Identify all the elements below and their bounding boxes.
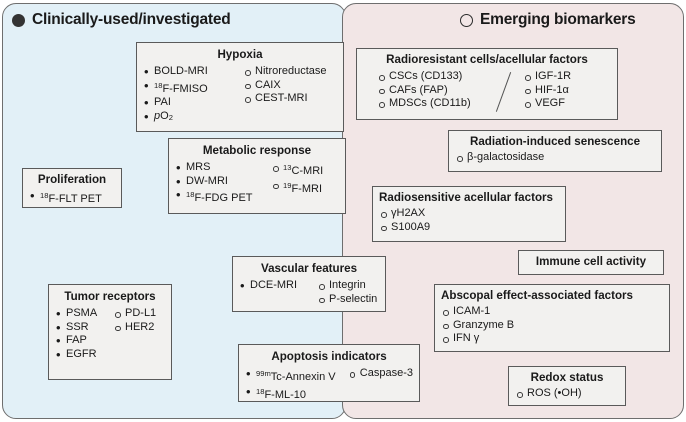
panel-header-clinically-used: Clinically-used/investigated [12, 11, 231, 29]
box-title: Tumor receptors [64, 290, 156, 303]
box-abscopal-effect-factors: Abscopal effect-associated factors ICAM-… [434, 284, 670, 352]
list-item: pO2 [143, 110, 243, 125]
panel-header-label: Clinically-used/investigated [32, 11, 231, 28]
box-title: Immune cell activity [535, 255, 647, 268]
box-proliferation: Proliferation 18F-FLT PET [22, 168, 122, 208]
box-title: Vascular features [260, 262, 358, 275]
list-item: VEGF [523, 97, 571, 111]
list-item: 99mTc-Annexin V [245, 367, 348, 385]
list-item: FAP [55, 334, 113, 348]
vascular-clinical-list: DCE-MRI [239, 279, 317, 306]
box-radiation-induced-senescence: Radiation-induced senescence β-galactosi… [448, 130, 662, 172]
list-item: EGFR [55, 348, 113, 362]
abscopal-list: ICAM-1 Granzyme B IFN γ [441, 305, 663, 346]
box-title: Abscopal effect-associated factors [441, 289, 634, 302]
box-immune-cell-activity: Immune cell activity [518, 250, 664, 275]
filled-circle-icon [12, 13, 25, 27]
redox-list: ROS (•OH) [515, 387, 619, 401]
box-radioresistant-cells: Radioresistant cells/acellular factors C… [356, 48, 618, 120]
proliferation-clinical-list: 18F-FLT PET [29, 189, 115, 207]
list-item: MRS [175, 161, 271, 175]
list-item: BOLD-MRI [143, 65, 243, 79]
list-item: Granzyme B [441, 319, 663, 333]
radioresistant-list-col2: IGF-1R HIF-1α VEGF [523, 70, 571, 111]
box-apoptosis-indicators: Apoptosis indicators 99mTc-Annexin V 18F… [238, 344, 420, 402]
list-item: HIF-1α [523, 84, 571, 98]
list-item: CAFs (FAP) [377, 84, 509, 98]
vascular-emerging-list: Integrin P-selectin [317, 279, 377, 306]
list-item: ROS (•OH) [515, 387, 619, 401]
box-vascular-features: Vascular features DCE-MRI Integrin P-sel… [232, 256, 386, 312]
list-item: 18F-FLT PET [29, 189, 115, 207]
list-item: CAIX [243, 79, 327, 93]
box-title: Radiosensitive acellular factors [379, 191, 553, 204]
list-item: IFN γ [441, 332, 663, 346]
hypoxia-emerging-list: Nitroreductase CAIX CEST-MRI [243, 65, 327, 124]
box-title: Proliferation [37, 173, 107, 186]
list-item: PD-L1 [113, 307, 156, 321]
list-item: ICAM-1 [441, 305, 663, 319]
list-item: 18F-FDG PET [175, 188, 271, 206]
apoptosis-emerging-list: Caspase-3 [348, 367, 413, 402]
radiosensitive-list: γH2AX S100A9 [379, 207, 559, 234]
box-title: Hypoxia [217, 48, 263, 61]
box-title: Radiation-induced senescence [469, 135, 641, 148]
list-item: HER2 [113, 321, 156, 335]
list-item: CEST-MRI [243, 92, 327, 106]
list-item: γH2AX [379, 207, 559, 221]
metabolic-clinical-list: MRS DW-MRI 18F-FDG PET [175, 161, 271, 206]
list-item: S100A9 [379, 221, 559, 235]
list-item: P-selectin [317, 293, 377, 307]
box-title: Radioresistant cells/acellular factors [386, 53, 588, 66]
panel-header-label: Emerging biomarkers [480, 11, 636, 28]
list-item: DW-MRI [175, 175, 271, 189]
apoptosis-clinical-list: 99mTc-Annexin V 18F-ML-10 [245, 367, 348, 402]
box-tumor-receptors: Tumor receptors PSMA SSR FAP EGFR PD-L1 … [48, 284, 172, 380]
list-item: 18F-FMISO [143, 79, 243, 97]
list-item: 19F-MRI [271, 179, 323, 197]
list-item: SSR [55, 321, 113, 335]
box-title: Redox status [530, 371, 604, 384]
list-item: 13C-MRI [271, 161, 323, 179]
list-item: PSMA [55, 307, 113, 321]
senescence-list: β-galactosidase [455, 151, 655, 165]
list-item: PAI [143, 96, 243, 110]
panel-header-emerging: Emerging biomarkers [460, 11, 636, 29]
list-item: DCE-MRI [239, 279, 317, 293]
box-redox-status: Redox status ROS (•OH) [508, 366, 626, 406]
list-item: 18F-ML-10 [245, 385, 348, 403]
metabolic-emerging-list: 13C-MRI 19F-MRI [271, 161, 323, 206]
list-item: CSCs (CD133) [377, 70, 509, 84]
list-item: Caspase-3 [348, 367, 413, 381]
list-item: Integrin [317, 279, 377, 293]
box-title: Metabolic response [202, 144, 312, 157]
hypoxia-clinical-list: BOLD-MRI 18F-FMISO PAI pO2 [143, 65, 243, 124]
list-item: β-galactosidase [455, 151, 655, 165]
list-item: Nitroreductase [243, 65, 327, 79]
box-hypoxia: Hypoxia BOLD-MRI 18F-FMISO PAI pO2 Nitro… [136, 42, 344, 132]
hollow-circle-icon [460, 13, 473, 27]
box-radiosensitive-acellular-factors: Radiosensitive acellular factors γH2AX S… [372, 186, 566, 242]
radioresistant-list-col1: CSCs (CD133) CAFs (FAP) MDSCs (CD11b) [377, 70, 509, 111]
tumor-clinical-list: PSMA SSR FAP EGFR [55, 307, 113, 361]
tumor-emerging-list: PD-L1 HER2 [113, 307, 156, 361]
list-item: IGF-1R [523, 70, 571, 84]
box-title: Apoptosis indicators [271, 350, 387, 363]
box-metabolic-response: Metabolic response MRS DW-MRI 18F-FDG PE… [168, 138, 346, 214]
list-item: MDSCs (CD11b) [377, 97, 509, 111]
